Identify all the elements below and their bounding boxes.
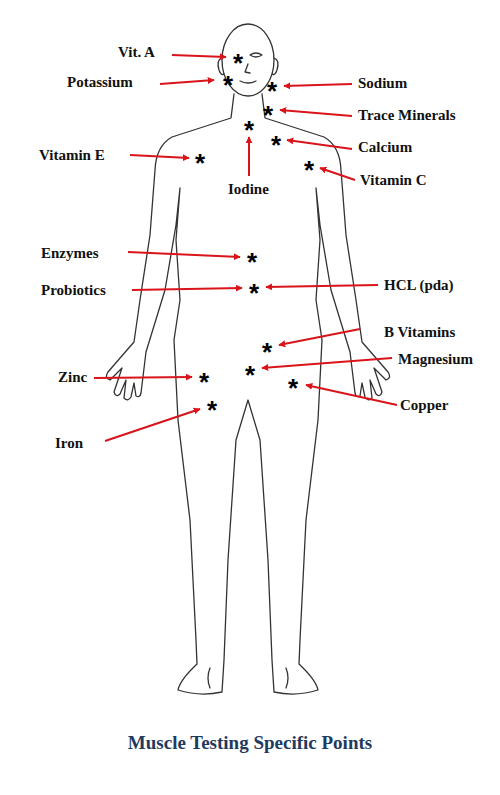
test-point-mark: *: [242, 249, 262, 275]
nutrient-label: Magnesium: [398, 350, 473, 368]
test-point-mark: *: [194, 369, 214, 395]
nutrient-label: Zinc: [58, 368, 87, 386]
test-point-mark: *: [239, 117, 259, 143]
leader-arrows: [94, 55, 397, 441]
nutrient-label: Sodium: [358, 74, 407, 92]
nutrient-label: Vitamin E: [39, 146, 105, 164]
nutrient-label: Calcium: [358, 138, 412, 156]
nutrient-label: Enzymes: [41, 244, 99, 262]
nutrient-label: Iodine: [228, 180, 269, 198]
figure-caption: Muscle Testing Specific Points: [0, 731, 500, 755]
nutrient-label: HCL (pda): [384, 276, 454, 294]
nutrient-label: Vit. A: [118, 43, 155, 61]
test-point-mark: *: [202, 397, 222, 423]
test-point-mark: *: [218, 72, 238, 98]
test-point-mark: *: [190, 150, 210, 176]
nutrient-label: Vitamin C: [360, 171, 427, 189]
body-outline: [106, 24, 389, 694]
nutrient-label: Iron: [55, 434, 83, 452]
nutrient-label: Trace Minerals: [358, 106, 456, 124]
test-point-mark: *: [299, 157, 319, 183]
test-point-mark: *: [257, 339, 277, 365]
test-point-mark: *: [266, 132, 286, 158]
nutrient-label: Probiotics: [41, 281, 106, 299]
test-point-mark: *: [283, 375, 303, 401]
nutrient-label: Potassium: [67, 73, 133, 91]
test-point-mark: *: [262, 78, 282, 104]
test-point-mark: *: [244, 280, 264, 306]
nutrient-label: Copper: [400, 396, 448, 414]
test-point-mark: *: [240, 362, 260, 388]
test-point-mark: *: [258, 102, 278, 128]
nutrient-label: B Vitamins: [384, 323, 455, 341]
